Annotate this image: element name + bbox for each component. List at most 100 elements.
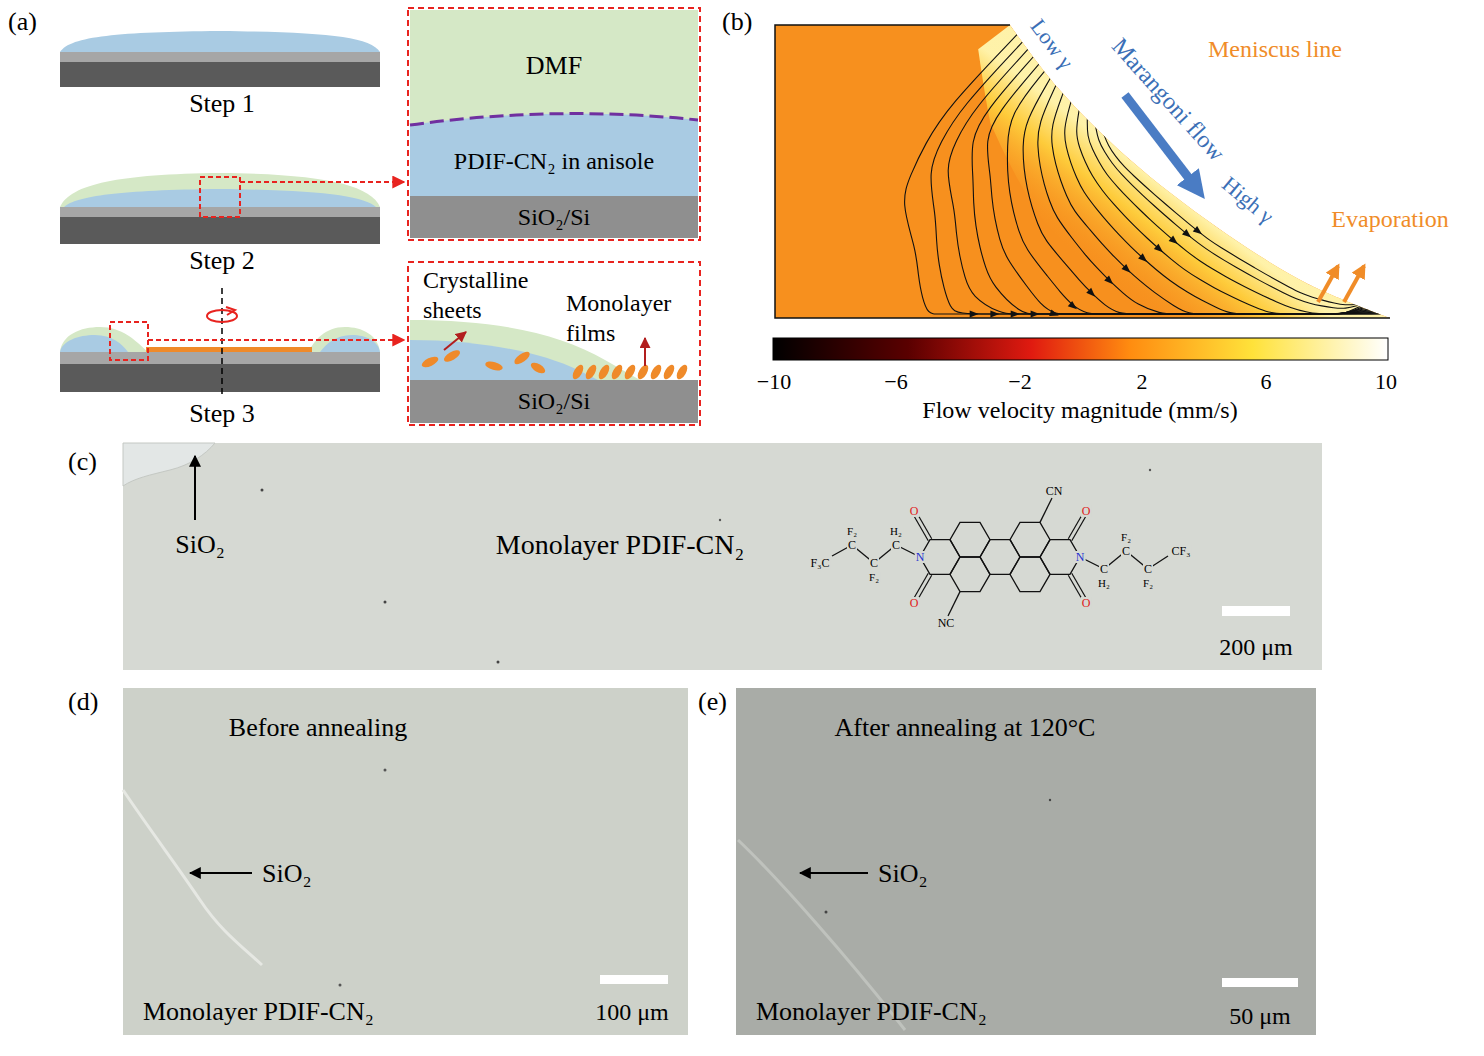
streamline: [1095, 125, 1359, 308]
atom-label: F₂: [868, 572, 880, 583]
atom-label: F₂: [1120, 532, 1132, 543]
drawing-part: [800, 872, 868, 874]
micrograph-c: [123, 443, 1322, 670]
atom-label: N: [915, 551, 926, 563]
atom-label: F₃C: [810, 557, 831, 569]
flow-arrowhead: [1121, 264, 1132, 275]
drawing-part: [261, 489, 264, 492]
flow-arrowhead: [1068, 301, 1079, 312]
drawing-part: [408, 8, 700, 240]
drawing-part: [610, 363, 625, 381]
layer-label: DMF: [526, 51, 582, 81]
plot-frame: [775, 25, 1390, 318]
evaporation-arrow: [1318, 266, 1338, 302]
drawing-part: [584, 363, 599, 381]
drawing-part: [60, 364, 380, 392]
panel-letter: (c): [68, 447, 97, 477]
condition-label: After annealing at 120°C: [835, 713, 1096, 743]
region-label: Monolayer PDIF-CN₂: [756, 997, 987, 1027]
tick-label: 6: [1261, 369, 1272, 394]
plot-title: Meniscus line: [1208, 36, 1342, 64]
drawing-part: [60, 52, 380, 62]
drawing-part: [123, 688, 688, 1035]
evaporation-label: Evaporation: [1331, 206, 1448, 234]
streamline: [1104, 134, 1358, 305]
drawing-part: [410, 10, 698, 130]
ring-bond: [950, 557, 990, 592]
flow-arrowhead: [1154, 244, 1165, 255]
tick-label: 10: [1375, 369, 1397, 394]
atom-label: CN: [1045, 485, 1064, 497]
atom-label: H₂: [1097, 578, 1111, 589]
atom-label: C: [1143, 563, 1153, 575]
step1-sketch: [60, 31, 380, 87]
atom-label: H₂: [889, 526, 903, 537]
atom-label: F₂: [846, 526, 858, 537]
surface-tension-label: High γ: [1217, 171, 1279, 228]
layer-band: DMF: [410, 14, 698, 118]
drawing-part: [1222, 606, 1290, 616]
drawing-part: [420, 355, 440, 370]
layer-label: SiO₂/Si: [518, 204, 590, 231]
drawing-part: [644, 338, 646, 366]
tick-label: 2: [1137, 369, 1148, 394]
scale-bar-label: 50 μm: [1229, 1003, 1291, 1031]
micrograph-e: [736, 688, 1316, 1035]
panel-letter: (e): [698, 687, 727, 717]
drawing-part: [571, 363, 586, 381]
drawing-part: [410, 114, 698, 196]
step-label: Step 2: [189, 246, 255, 276]
layer-band: SiO₂/Si: [410, 197, 698, 237]
atom-label: C: [869, 557, 879, 569]
panel-letter: (b): [722, 7, 752, 37]
layer-label: SiO₂/Si: [518, 388, 590, 415]
drawing-part: [60, 327, 148, 352]
drawing-part: [484, 360, 503, 372]
flow-arrowhead: [1169, 236, 1180, 247]
drawing-part: [123, 790, 262, 965]
inset-layers: [408, 8, 700, 240]
velocity-glow: [978, 25, 1390, 359]
drawing-part: [1149, 469, 1151, 471]
drawing-part: [410, 380, 698, 423]
drawing-part: [60, 352, 380, 364]
single-bond: [1040, 498, 1052, 522]
drawing-part: [190, 872, 252, 874]
atom-label: C: [847, 539, 857, 551]
flow-arrowhead: [1011, 311, 1020, 318]
axis-label: Flow velocity magnitude (mm/s): [922, 397, 1237, 425]
layer-label: PDIF-CN₂ in anisole: [454, 148, 654, 175]
drawing-part: [649, 363, 664, 381]
drawing-part: [60, 335, 128, 352]
atom-label: CF₃: [1171, 545, 1192, 557]
layer-band: SiO₂/Si: [410, 381, 698, 422]
atom-label: N: [1075, 551, 1086, 563]
drawing-part: [60, 217, 380, 244]
atom-label: F₂: [1142, 578, 1154, 589]
drawing-part: [597, 363, 612, 381]
drawing-part: [410, 114, 698, 125]
evaporation-arrow: [1344, 266, 1364, 302]
drawing-part: [529, 361, 547, 376]
region-label: SiO₂: [175, 530, 225, 560]
drawing-part: [240, 181, 404, 183]
drawing-part: [194, 456, 196, 520]
single-bond: [948, 592, 960, 616]
drawing-part: [123, 443, 215, 486]
region-label: SiO₂: [878, 859, 928, 889]
drawing-part: [200, 177, 240, 217]
region-label: Monolayer PDIF-CN₂: [496, 529, 745, 561]
region-label: SiO₂: [262, 859, 312, 889]
flow-arrowhead: [1086, 288, 1097, 299]
drawing-part: [512, 350, 531, 367]
drawing-part: [675, 363, 690, 381]
atom-label: O: [909, 597, 920, 609]
drawing-part: [636, 363, 651, 381]
ring-bond: [920, 540, 960, 575]
callout-label: Monolayer films: [566, 288, 684, 348]
atom-label: NC: [937, 617, 956, 629]
drawing-part: [320, 335, 380, 352]
drawing-part: [497, 661, 500, 664]
